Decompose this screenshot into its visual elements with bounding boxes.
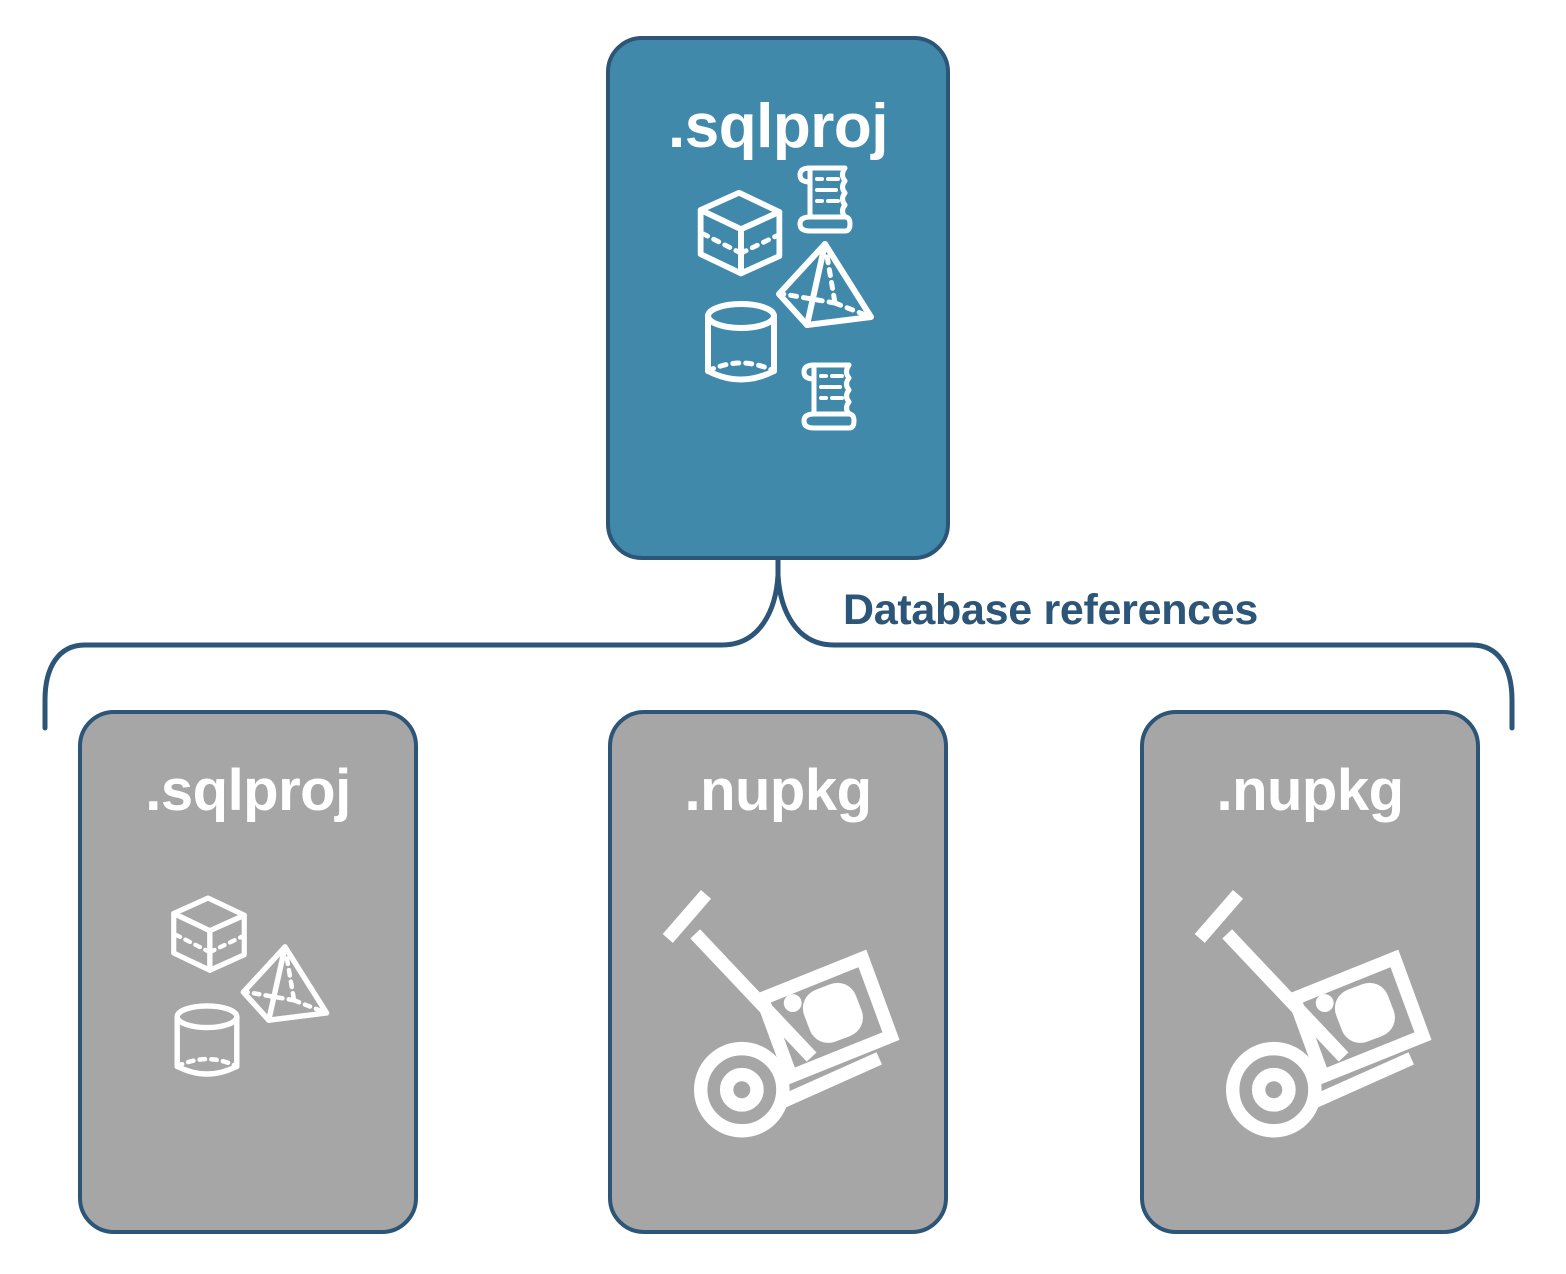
cube-icon <box>171 895 247 973</box>
cube-icon <box>697 189 783 277</box>
node-reference-label: .nupkg <box>684 758 872 823</box>
reference-icon-group <box>82 820 414 1230</box>
node-root-label: .sqlproj <box>668 92 888 161</box>
node-reference-nupkg-2[interactable]: .nupkg <box>1140 710 1480 1234</box>
node-reference-label: .sqlproj <box>145 758 351 823</box>
node-root-sqlproj[interactable]: .sqlproj <box>606 36 950 560</box>
script-scroll-icon <box>797 165 853 234</box>
bracket-label: Database references <box>843 586 1258 634</box>
cylinder-icon <box>705 301 777 383</box>
reference-icon-group <box>1144 820 1476 1230</box>
node-reference-nupkg-1[interactable]: .nupkg <box>608 710 948 1234</box>
reference-icon-group <box>612 820 944 1230</box>
node-reference-label: .nupkg <box>1216 758 1404 823</box>
root-icon-group <box>610 158 946 556</box>
node-reference-sqlproj[interactable]: .sqlproj <box>78 710 418 1234</box>
script-scroll-icon <box>801 362 857 431</box>
nuget-hand-truck-icon <box>1194 889 1432 1138</box>
nuget-hand-truck-icon <box>662 889 900 1138</box>
pyramid-icon <box>240 944 330 1023</box>
cylinder-icon <box>174 1003 240 1077</box>
pyramid-icon <box>776 241 874 328</box>
